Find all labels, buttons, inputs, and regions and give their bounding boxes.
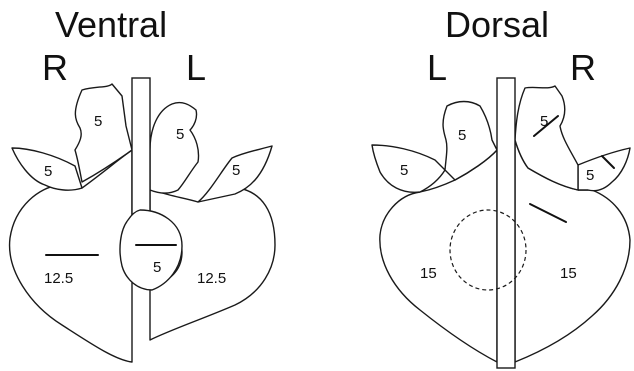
- ventral-label-right-middle: 5: [44, 163, 52, 180]
- dorsal-left-middle-lobe: [372, 145, 445, 192]
- dorsal-label-right-middle: 5: [586, 167, 594, 184]
- dorsal-label-right-upper: 5: [540, 113, 548, 130]
- ventral-title: Ventral: [55, 4, 167, 45]
- dorsal-trachea: [497, 78, 515, 368]
- dorsal-label-left-upper: 5: [458, 127, 466, 144]
- ventral-left-upper-lobe: [150, 103, 199, 193]
- ventral-trachea: [132, 78, 150, 228]
- ventral-label-left-lower: 12.5: [197, 270, 226, 287]
- ventral-label-left-middle: 5: [232, 162, 240, 179]
- ventral-view: Ventral R L 5 5 12.5 5 5 5 12.5: [10, 4, 275, 362]
- ventral-label-left-upper: 5: [176, 126, 184, 143]
- ventral-side-left-label: L: [186, 47, 206, 88]
- dorsal-label-left-lower: 15: [420, 265, 437, 282]
- dorsal-label-left-middle: 5: [400, 162, 408, 179]
- ventral-side-right-label: R: [42, 47, 68, 88]
- ventral-label-right-upper: 5: [94, 113, 102, 130]
- ventral-label-accessory: 5: [153, 259, 161, 276]
- dorsal-side-left-label: L: [427, 47, 447, 88]
- dorsal-label-right-lower: 15: [560, 265, 577, 282]
- dorsal-view: Dorsal L R 5 5 15 5 5 15: [372, 4, 630, 368]
- ventral-label-right-lower: 12.5: [44, 270, 73, 287]
- dorsal-title: Dorsal: [445, 4, 549, 45]
- dorsal-side-right-label: R: [570, 47, 596, 88]
